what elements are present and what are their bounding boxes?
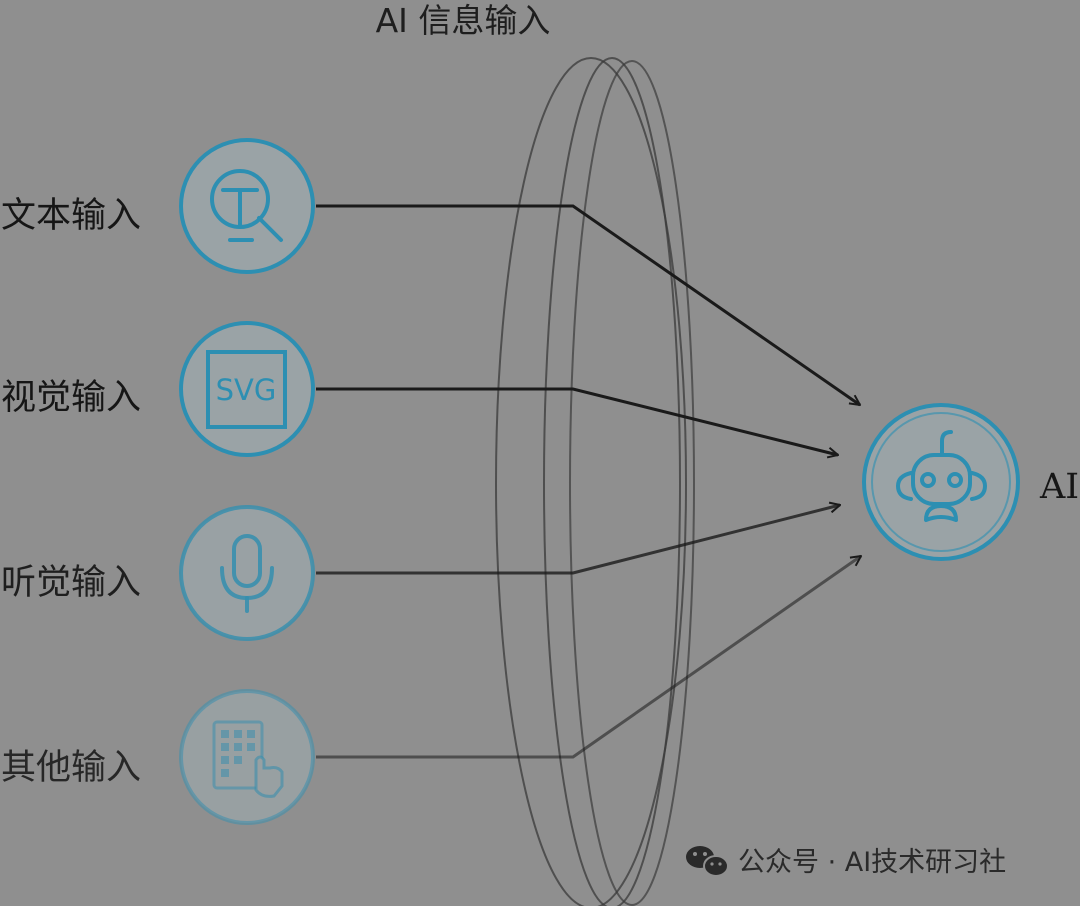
ai-target-node: AI xyxy=(862,403,1079,561)
lens-back-rim xyxy=(495,57,687,906)
input-node-audio: 听觉输入 xyxy=(1,505,315,641)
ai-icon-ring xyxy=(862,403,1020,561)
input-label-visual: 视觉输入 xyxy=(1,378,141,418)
lens-front-rim xyxy=(569,60,695,906)
input-label-text: 文本输入 xyxy=(1,196,141,236)
input-icon-ring-text xyxy=(179,138,315,274)
diagram-title: AI 信息输入 xyxy=(376,1,551,40)
input-node-visual: 视觉输入 SVG xyxy=(1,321,315,457)
input-node-other: 其他输入 xyxy=(1,689,315,825)
lens-filter xyxy=(495,57,695,906)
lens-middle-rim xyxy=(543,57,681,906)
microphone-icon xyxy=(220,534,274,613)
input-icon-ring-visual xyxy=(179,321,315,457)
input-label-other: 其他输入 xyxy=(1,748,141,788)
input-icon-ring-audio xyxy=(179,505,315,641)
connector-audio-input xyxy=(316,505,840,575)
robot-icon xyxy=(896,430,987,522)
svg-image-icon-glyph: SVG xyxy=(216,373,277,407)
touch-keypad-icon xyxy=(212,720,284,798)
connector-other-input xyxy=(316,556,861,759)
input-icon-ring-other xyxy=(179,689,315,825)
input-label-audio: 听觉输入 xyxy=(1,563,141,603)
text-search-icon xyxy=(210,169,283,242)
connector-visual-input xyxy=(316,387,838,455)
input-node-text: 文本输入 xyxy=(1,138,315,274)
svg-image-icon: SVG xyxy=(206,350,287,429)
connector-text-input xyxy=(316,204,860,405)
watermark: 公众号 · AI技术研习社 xyxy=(686,846,1006,878)
connector-lines xyxy=(316,204,861,759)
wechat-icon xyxy=(686,846,729,877)
watermark-text: 公众号 · AI技术研习社 xyxy=(738,847,1006,878)
ai-target-label: AI xyxy=(1039,467,1079,507)
